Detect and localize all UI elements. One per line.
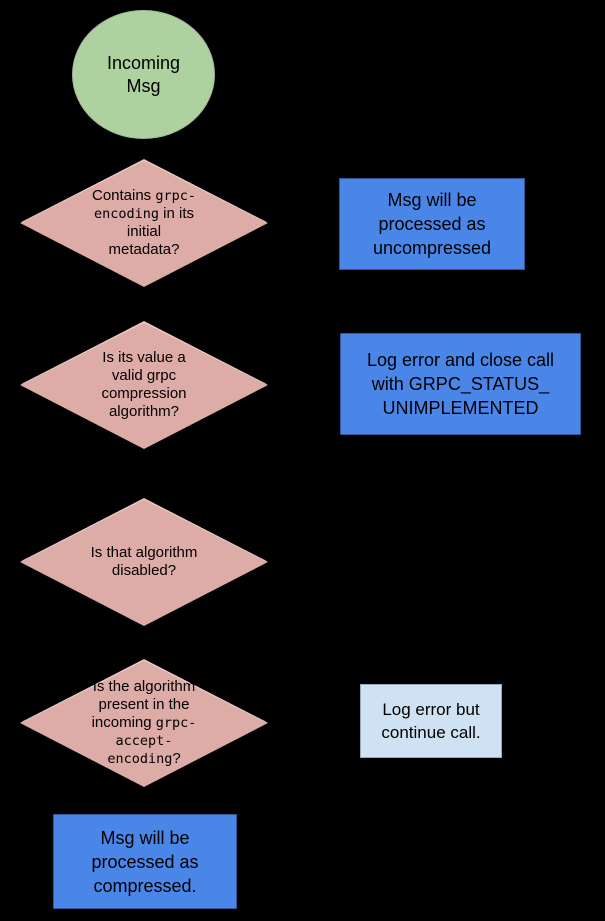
diamond-shape bbox=[20, 321, 268, 449]
diamond-shape bbox=[20, 498, 268, 626]
diamond-shape bbox=[20, 659, 268, 787]
diamond-shape bbox=[20, 159, 268, 287]
